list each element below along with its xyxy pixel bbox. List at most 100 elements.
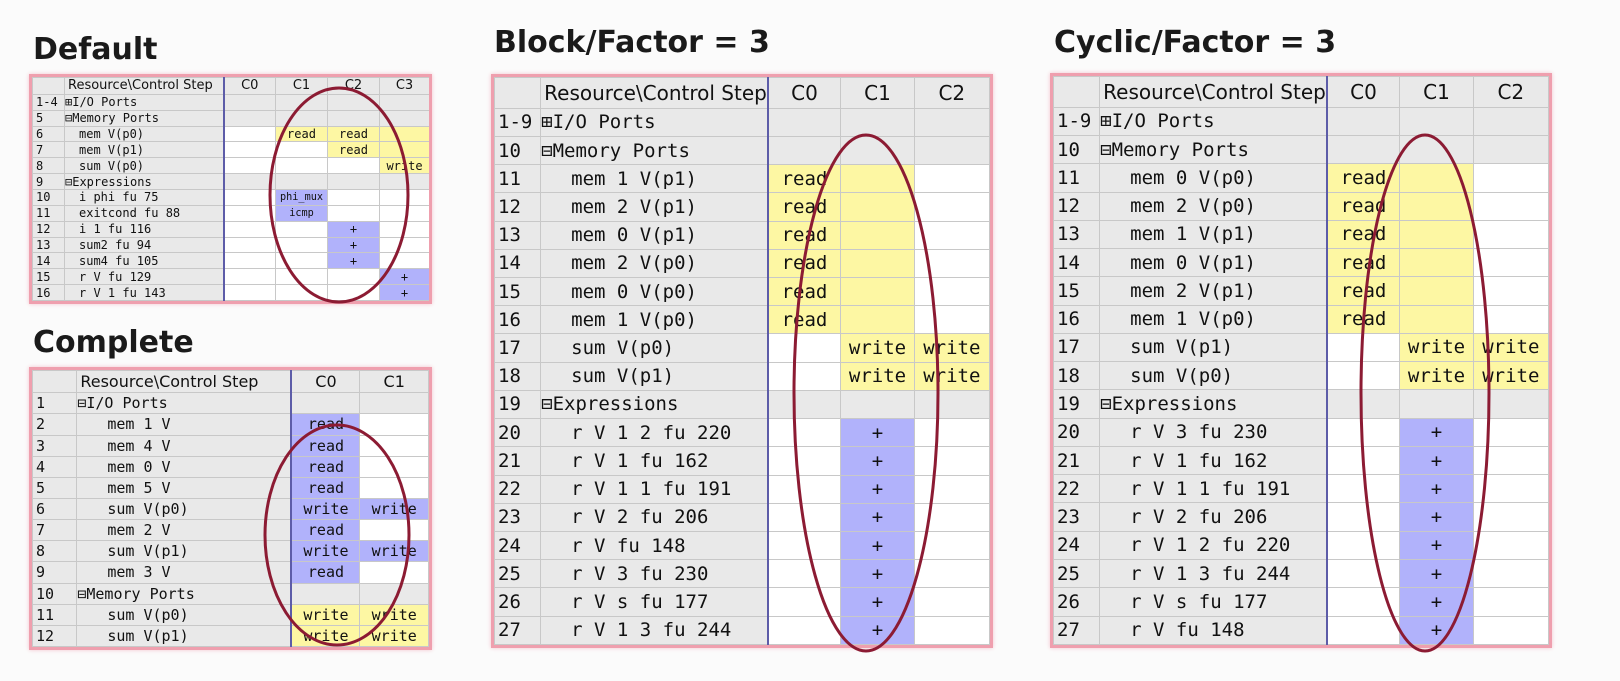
schedule-cell bbox=[840, 276, 915, 307]
table-row[interactable]: 1-9⊞I/O Ports bbox=[494, 107, 990, 137]
section-toggle[interactable]: ⊟Expressions bbox=[1099, 389, 1328, 419]
resource-name: mem 0 V(p0) bbox=[1099, 163, 1328, 193]
row-number: 11 bbox=[32, 603, 78, 626]
table-row[interactable]: 5⊟Memory Ports bbox=[32, 109, 429, 127]
column-header-c2[interactable]: C2 bbox=[913, 77, 990, 109]
section-toggle[interactable]: ⊞I/O Ports bbox=[1099, 106, 1328, 137]
column-header-resource[interactable]: Resource\Control Step bbox=[540, 77, 769, 109]
column-header-resource[interactable]: Resource\Control Step bbox=[64, 77, 225, 95]
section-toggle[interactable]: ⊟Memory Ports bbox=[76, 582, 293, 605]
column-header-c1[interactable]: C1 bbox=[1399, 76, 1474, 108]
row-number: 15 bbox=[1053, 276, 1101, 306]
column-header-c0[interactable]: C0 bbox=[1326, 76, 1401, 108]
column-header-c2[interactable]: C2 bbox=[1472, 76, 1549, 108]
table-row[interactable]: 1-9⊞I/O Ports bbox=[1053, 106, 1549, 137]
column-header-c2[interactable]: C2 bbox=[327, 77, 380, 95]
table-row[interactable]: 10⊟Memory Ports bbox=[494, 135, 990, 166]
column-header-resource[interactable]: Resource\Control Step bbox=[76, 370, 293, 394]
section-toggle[interactable]: ⊟Memory Ports bbox=[1099, 134, 1328, 165]
schedule-cell: + bbox=[840, 446, 915, 476]
column-header-c0[interactable]: C0 bbox=[290, 370, 361, 394]
column-header-c3[interactable]: C3 bbox=[379, 77, 429, 95]
column-header-c1[interactable]: C1 bbox=[359, 370, 429, 394]
section-toggle[interactable]: ⊞I/O Ports bbox=[540, 107, 769, 137]
column-header-c1[interactable]: C1 bbox=[840, 77, 915, 109]
column-header-c1[interactable]: C1 bbox=[275, 77, 328, 95]
table-row[interactable]: 19⊟Expressions bbox=[494, 389, 990, 420]
column-header-c0[interactable]: C0 bbox=[223, 77, 276, 95]
section-toggle[interactable]: ⊞I/O Ports bbox=[64, 93, 225, 111]
column-header-c0[interactable]: C0 bbox=[767, 77, 842, 109]
section-toggle[interactable]: ⊟Memory Ports bbox=[540, 135, 769, 166]
table-row[interactable]: 10⊟Memory Ports bbox=[32, 582, 429, 605]
section-toggle[interactable]: ⊟Expressions bbox=[64, 173, 225, 190]
section-toggle[interactable]: ⊟I/O Ports bbox=[76, 392, 293, 415]
row-number: 19 bbox=[494, 389, 542, 420]
row-number: 19 bbox=[1053, 389, 1101, 419]
table-row[interactable]: 10⊟Memory Ports bbox=[1053, 134, 1549, 165]
table-row[interactable]: 19⊟Expressions bbox=[1053, 389, 1549, 419]
table-row[interactable]: 1⊟I/O Ports bbox=[32, 392, 429, 415]
section-toggle[interactable]: ⊟Expressions bbox=[540, 389, 769, 420]
table-row[interactable]: 1-4⊞I/O Ports bbox=[32, 93, 429, 111]
table-row[interactable]: 9⊟Expressions bbox=[32, 173, 429, 190]
schedule-cell: + bbox=[1399, 417, 1474, 447]
section-toggle[interactable]: ⊟Memory Ports bbox=[64, 109, 225, 127]
schedule-cell bbox=[767, 615, 842, 645]
column-header-resource[interactable]: Resource\Control Step bbox=[1099, 76, 1328, 108]
